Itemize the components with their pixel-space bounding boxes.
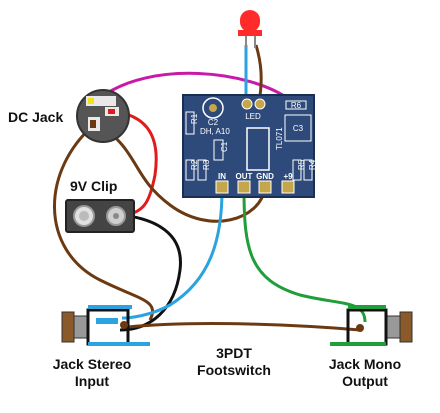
pcb-r3: R3 [202,159,211,170]
jack-stereo-label-1: Jack Stereo [53,356,132,372]
pcb-led: LED [245,112,261,121]
pad-plus-label: +9 [283,172,293,181]
footswitch-label-1: 3PDT [216,345,252,361]
pcb-diode: DH, A10 [200,127,230,136]
pcb-r4: R4 [308,159,317,170]
wire-green [242,189,367,323]
pcb-r2: R2 [190,159,199,170]
pcb-r1: R1 [190,113,199,124]
pad-in-label: IN [218,172,226,181]
battery-clip [65,199,135,233]
clip-9v-label: 9V Clip [70,178,117,194]
footswitch-label-2: Footswitch [197,362,271,378]
pcb-board: C2 LED R6 R1 DH, A10 C1 TL071 C3 R2 R3 R… [182,94,317,198]
wire-blue [121,189,224,320]
pad-out-label: OUT [236,172,253,181]
pcb-r5: R5 [297,159,306,170]
pcb-r6: R6 [291,101,302,110]
wire-black [99,212,182,332]
led-component [238,10,262,48]
jack-stereo-label-2: Input [75,373,110,389]
pad-gnd-label: GND [256,172,274,181]
wire-brown-dc-jack [53,121,154,321]
led-wire-brown [254,44,263,97]
pcb-c2: C2 [208,118,219,127]
wire-brown-gnd [95,121,267,223]
dc-jack-label: DC Jack [8,109,63,125]
jack-mono-output [330,305,413,346]
wire-brown-ground [127,322,361,332]
pcb-ic: TL071 [275,127,284,150]
wire-red-dc [117,110,158,216]
jack-stereo-input [61,305,150,346]
jack-mono-label-1: Jack Mono [329,356,401,372]
dc-jack [76,89,130,143]
jack-mono-label-2: Output [342,373,388,389]
pcb-c1: C1 [220,141,229,152]
pcb-c3: C3 [293,124,304,133]
